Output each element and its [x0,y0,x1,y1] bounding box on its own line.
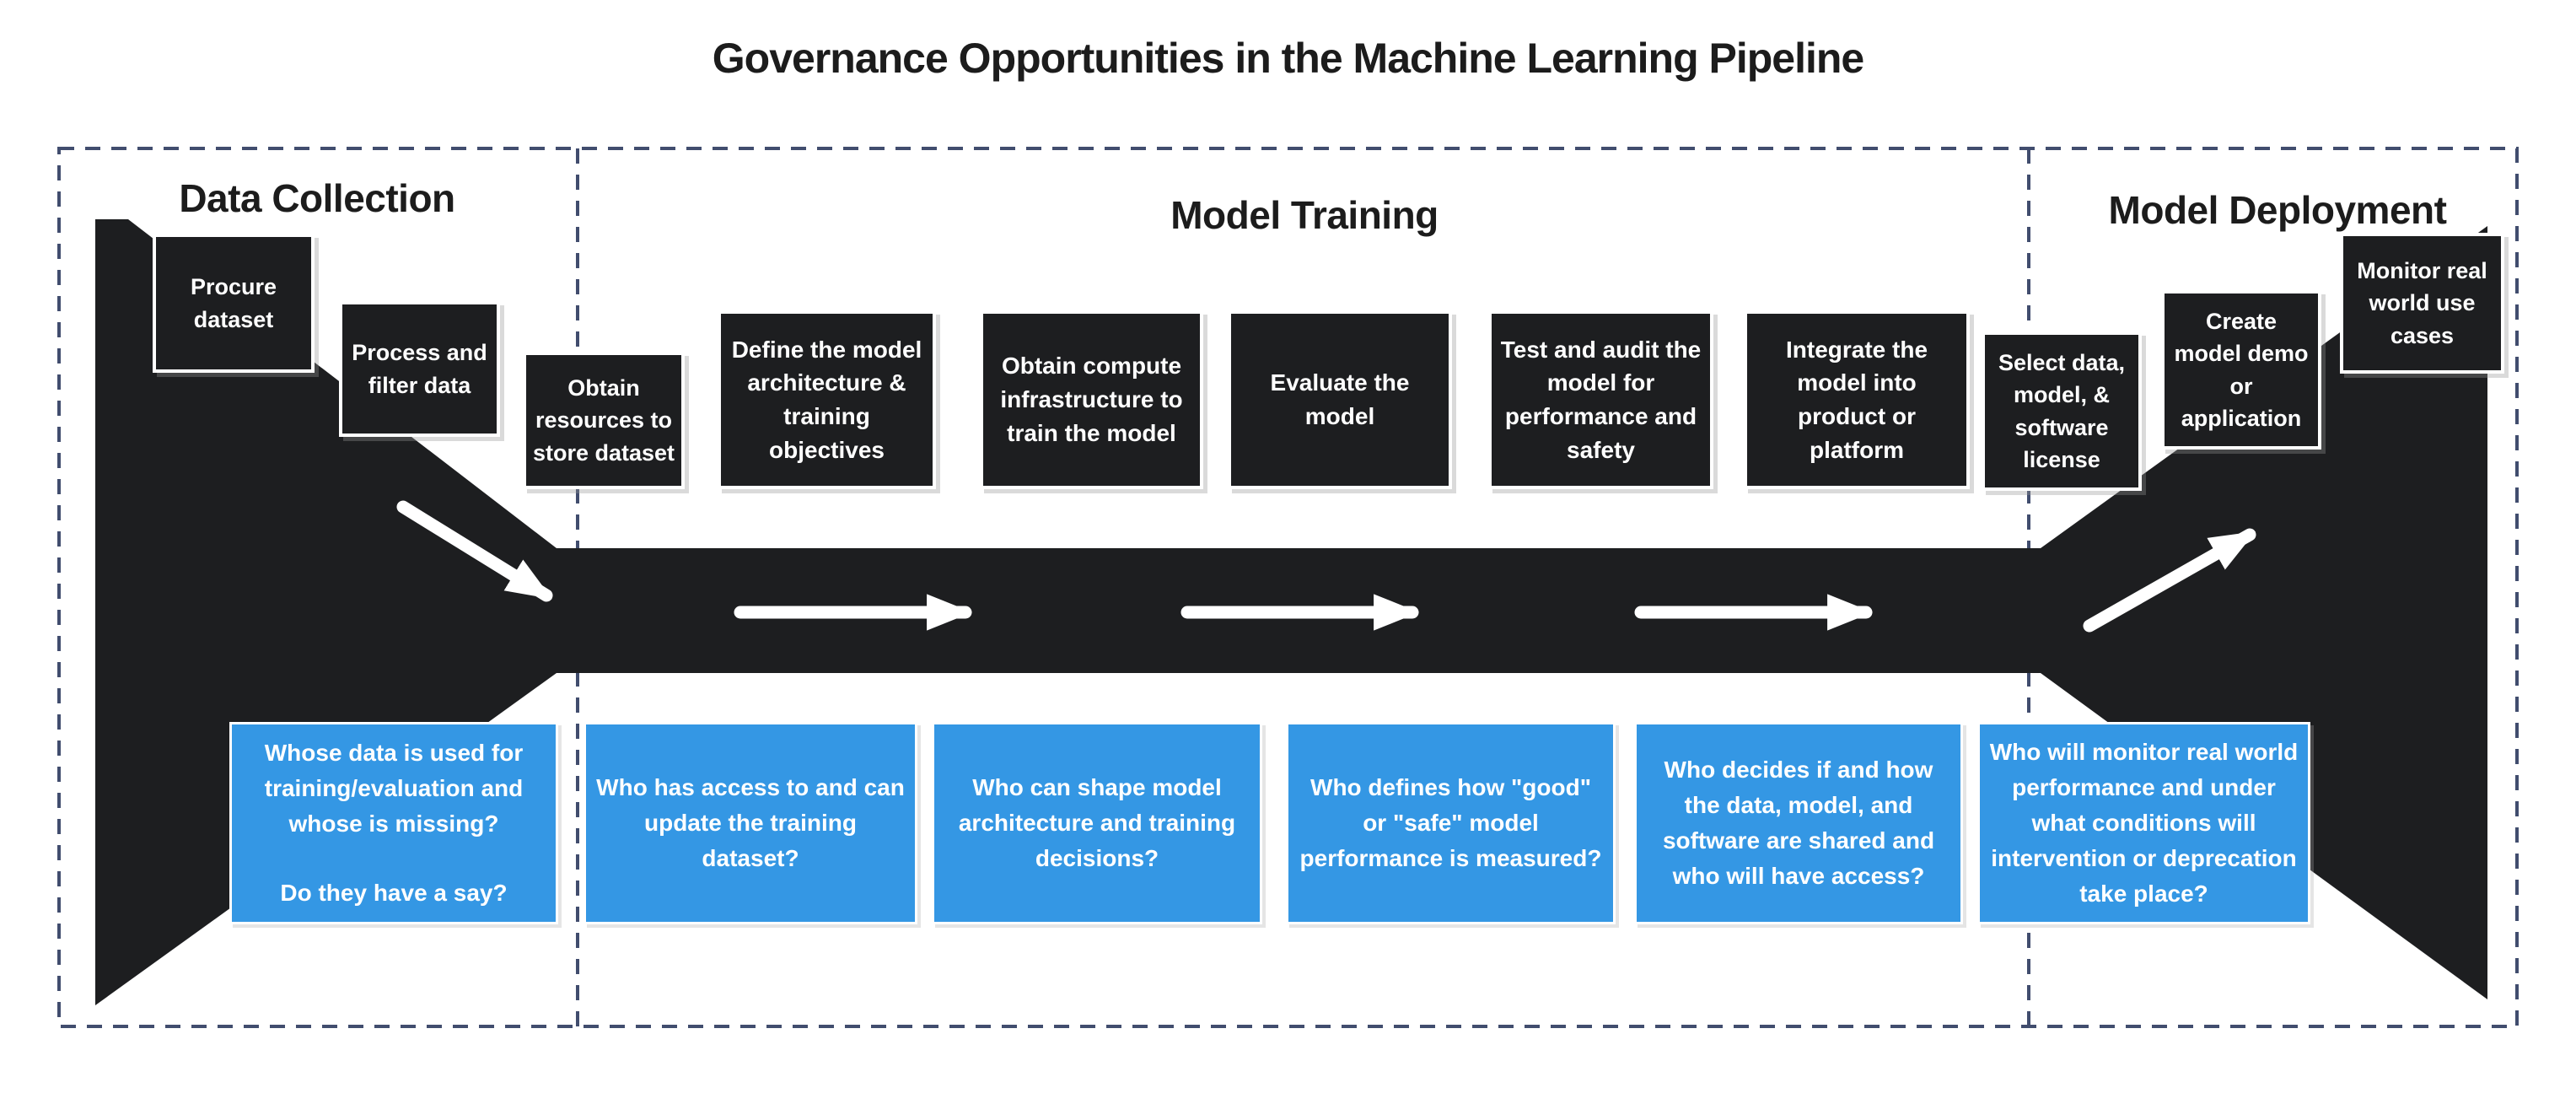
section-dashed-borders [57,147,2519,1028]
section-header-model-deployment: Model Deployment [2108,188,2447,232]
step-select-license: Select data, model, & software license [1982,331,2142,491]
step-procure-dataset: Procure dataset [153,234,315,373]
question-text: Whose data is used for training/evaluati… [264,740,524,837]
step-obtain-storage-resources: Obtain resources to store dataset [523,352,685,489]
outer-dashed-border [57,147,2519,1028]
question-monitor-deprecation: Who will monitor real world performance … [1977,722,2310,924]
flow-arrows [396,500,2256,633]
question-shape-architecture: Who can shape model architecture and tra… [932,722,1262,924]
step-define-architecture-objectives: Define the model architecture & training… [718,310,936,489]
section-header-data-collection: Data Collection [179,176,455,220]
step-create-demo: Create model demo or application [2161,290,2321,450]
step-monitor-use-cases: Monitor real world use cases [2340,233,2504,374]
step-test-audit-model: Test and audit the model for performance… [1488,310,1713,489]
diagram-title: Governance Opportunities in the Machine … [712,35,1864,82]
step-evaluate-model: Evaluate the model [1228,310,1452,489]
question-dataset-access: Who has access to and can update the tra… [583,722,917,924]
flow-arrow-down-right [396,500,553,602]
question-text: Who defines how "good" or "safe" model p… [1299,774,1602,871]
step-integrate-model: Integrate the model into product or plat… [1744,310,1970,489]
step-obtain-compute: Obtain compute infrastructure to train t… [980,310,1203,489]
question-text: Who decides if and how the data, model, … [1662,757,1935,889]
section-header-model-training: Model Training [1170,193,1439,237]
step-process-filter-data: Process and filter data [339,301,500,437]
question-whose-data: Whose data is used for training/evaluati… [229,722,558,924]
question-text: Who has access to and can update the tra… [596,774,905,871]
question-define-good-safe: Who defines how "good" or "safe" model p… [1286,722,1616,924]
question-text: Who can shape model architecture and tra… [958,774,1236,871]
question-sharing-access: Who decides if and how the data, model, … [1634,722,1963,924]
question-text-2: Do they have a say? [280,880,508,906]
flow-arrow-up-right [2083,528,2256,633]
question-text: Who will monitor real world performance … [1989,739,2299,907]
